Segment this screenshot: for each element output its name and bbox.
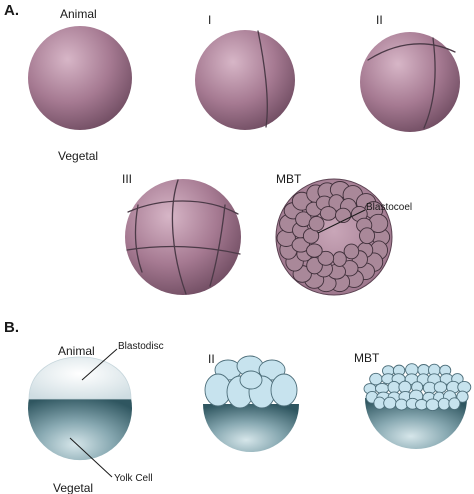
animal-pole-label: Animal [60,7,97,21]
embryo-one-cell: Animal Vegetal [28,7,132,163]
stage-iii-label: III [122,172,132,186]
third-cleavage-furrow-d [134,204,143,273]
blastocoel-leader [317,209,366,234]
third-cleavage-furrow-e [209,204,226,287]
panel-b-label: B. [4,319,19,336]
mbt-blastoderm-cell [383,396,397,410]
embryo-b-mbt: MBT [354,351,472,449]
third-cleavage-furrow-c [126,245,241,255]
stage-i-label: I [208,13,211,27]
embryo-mbt-mauve: MBT Blastocoel [275,172,412,296]
blastomere [239,370,263,390]
stage-iii-sphere [125,179,241,295]
mbt-cell [359,227,376,245]
stage-i-sphere [195,30,295,130]
first-cleavage-furrow [257,30,268,128]
embryo-b-one-cell: Animal Blastodisc Yolk Cell Vegetal [27,341,164,494]
yolk-cell-leader [69,437,113,478]
third-cleavage-furrow-b [127,200,239,215]
second-cleavage-furrow-a [423,37,436,129]
yolk-cell [27,398,133,461]
mbt-blastoderm-cell [437,397,451,411]
mbt-blastoderm-cell [448,397,461,411]
mbt-cell [308,215,325,232]
embryo-stage-i: I [195,13,295,130]
blastodisc-leader [81,348,118,381]
mbt-cell [332,251,347,267]
mbt-blastoderm-cell [395,398,408,411]
embryo-b-stage-ii: II [203,352,299,452]
stage-ii-label-b: II [208,352,215,366]
blastocoel-label: Blastocoel [366,202,412,213]
mbt-blastoderm-cell [456,390,469,403]
animal-pole-label-b: Animal [58,344,95,358]
embryo-stage-ii: II [360,13,460,132]
blastomere [270,373,298,407]
third-cleavage-furrow-a [171,179,187,295]
mbt-cell-layer [276,181,391,293]
blastomere-layer [204,355,298,409]
panel-a-label: A. [4,2,19,19]
blastodisc-label: Blastodisc [118,341,164,352]
one-cell-sphere [28,26,132,130]
vegetal-pole-label: Vegetal [58,149,98,163]
yolk-cell-b2 [203,404,299,452]
stage-ii-label: II [376,13,383,27]
mbt-blastoderm-cell [433,381,448,394]
yolk-cell-b3 [365,398,467,449]
blastodisc [28,356,132,400]
stage-ii-sphere [360,32,460,132]
mbt-label-b: MBT [354,351,380,365]
vegetal-pole-label-b: Vegetal [53,481,93,494]
mbt-cell [343,243,360,260]
mbt-blastoderm-cell [425,398,440,412]
second-cleavage-furrow-b [367,43,456,61]
mbt-label-a: MBT [276,172,302,186]
mbt-cell [317,250,335,266]
mbt-cell [319,206,337,221]
mbt-cell [306,243,323,258]
embryo-stage-iii: III [122,172,241,295]
yolk-cell-label: Yolk Cell [114,473,153,484]
mbt-blastoderm-layer [363,363,472,412]
